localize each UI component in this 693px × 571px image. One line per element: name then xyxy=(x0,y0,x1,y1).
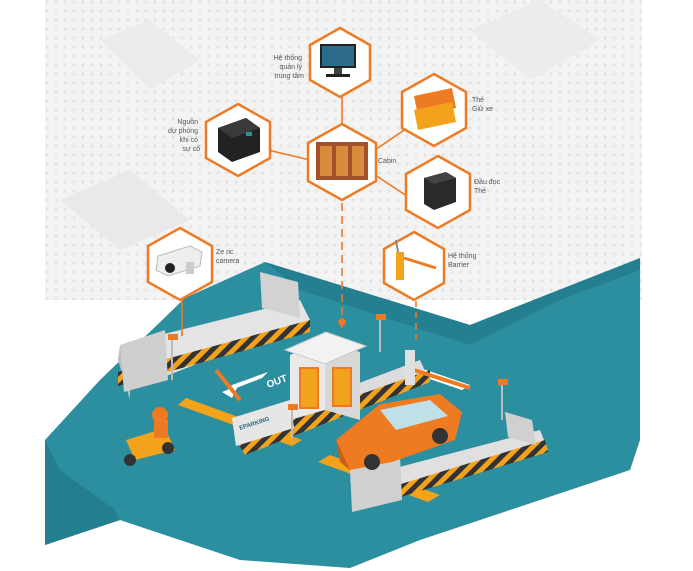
node-reader: Đầu đọc Thẻ xyxy=(404,154,502,230)
node-card-label: Thẻ Giữ xe xyxy=(472,97,493,113)
node-cabin-label: Cabin xyxy=(378,158,396,165)
left-island xyxy=(118,272,310,400)
node-cabin: Cabin xyxy=(306,122,396,202)
node-card: Thẻ Giữ xe xyxy=(400,72,493,148)
node-camera-label: Ze ric camera xyxy=(216,249,239,265)
node-camera: Ze ric camera xyxy=(146,226,239,302)
barrier-arms xyxy=(214,350,471,402)
cabin-booth xyxy=(283,331,368,420)
car xyxy=(336,394,462,470)
node-central-label: Hệ thống quản lý trung tâm xyxy=(274,53,305,80)
node-reader-label: Đầu đọc Thẻ xyxy=(474,177,502,195)
node-ups: Nguồn dự phòng khi có sự cố xyxy=(168,102,272,178)
node-barrier: Hệ thống Barrier xyxy=(382,230,478,302)
barrier-icon xyxy=(396,252,404,280)
node-ups-label: Nguồn dự phòng khi có sự cố xyxy=(168,117,200,153)
camera-poles xyxy=(168,314,508,438)
scooter xyxy=(124,407,175,466)
node-central: Hệ thống quản lý trung tâm xyxy=(274,26,372,99)
node-barrier-label: Hệ thống Barrier xyxy=(448,251,478,269)
right-island xyxy=(350,412,548,512)
